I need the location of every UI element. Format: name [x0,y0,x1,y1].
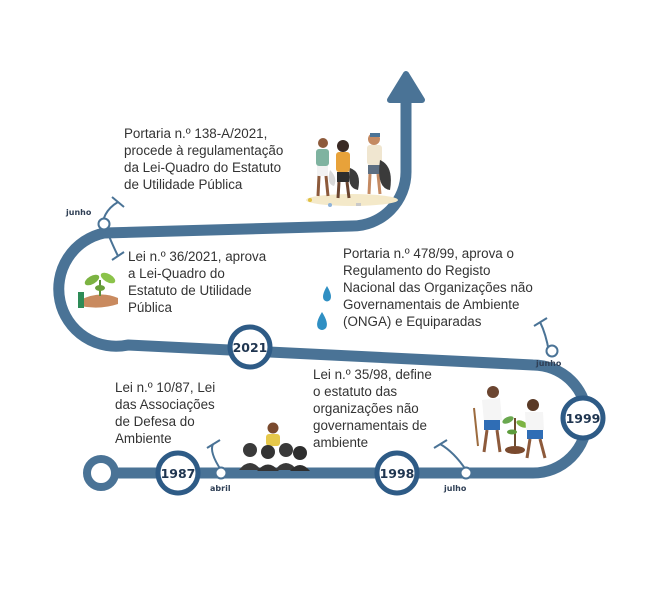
year-badge-2021: 2021 [227,324,273,370]
month-label-abril: abril [210,484,231,493]
event-portaria-478-99: Portaria n.º 478/99, aprova o Regulament… [343,246,533,329]
month-label-junho-2021: junho [66,208,92,217]
timeline-arrow-head [387,71,425,103]
year-label-1999: 1999 [566,411,601,426]
tree-planting-children-illustration [473,386,547,459]
month-marker-junho-2021 [97,196,125,261]
event-portaria-138-a-2021: Portaria n.º 138-A/2021, procede à regul… [124,126,284,192]
event-lei-35-98: Lei n.º 35/98, define o estatuto das org… [313,367,432,450]
water-drop-icon [317,286,331,330]
cleanup-volunteers-illustration [306,133,398,207]
plant-in-hand-icon [78,272,118,308]
month-marker-abril [206,439,228,480]
year-badge-1998: 1998 [374,450,420,496]
month-marker-julho [433,439,473,480]
meeting-audience-illustration [239,422,310,471]
year-label-1987: 1987 [161,466,196,481]
year-label-2021: 2021 [233,340,268,355]
year-badge-1987: 1987 [155,450,201,496]
event-lei-10-87: Lei n.º 10/87, Lei das Associações de De… [115,380,216,446]
month-marker-junho-1999 [533,317,559,358]
timeline-start-ring [83,455,119,491]
event-lei-36-2021: Lei n.º 36/2021, aprova a Lei-Quadro do … [128,249,267,315]
month-label-julho: julho [444,484,467,493]
year-label-1998: 1998 [380,466,415,481]
year-badge-1999: 1999 [560,395,606,441]
month-label-junho-1999: junho [536,359,562,368]
